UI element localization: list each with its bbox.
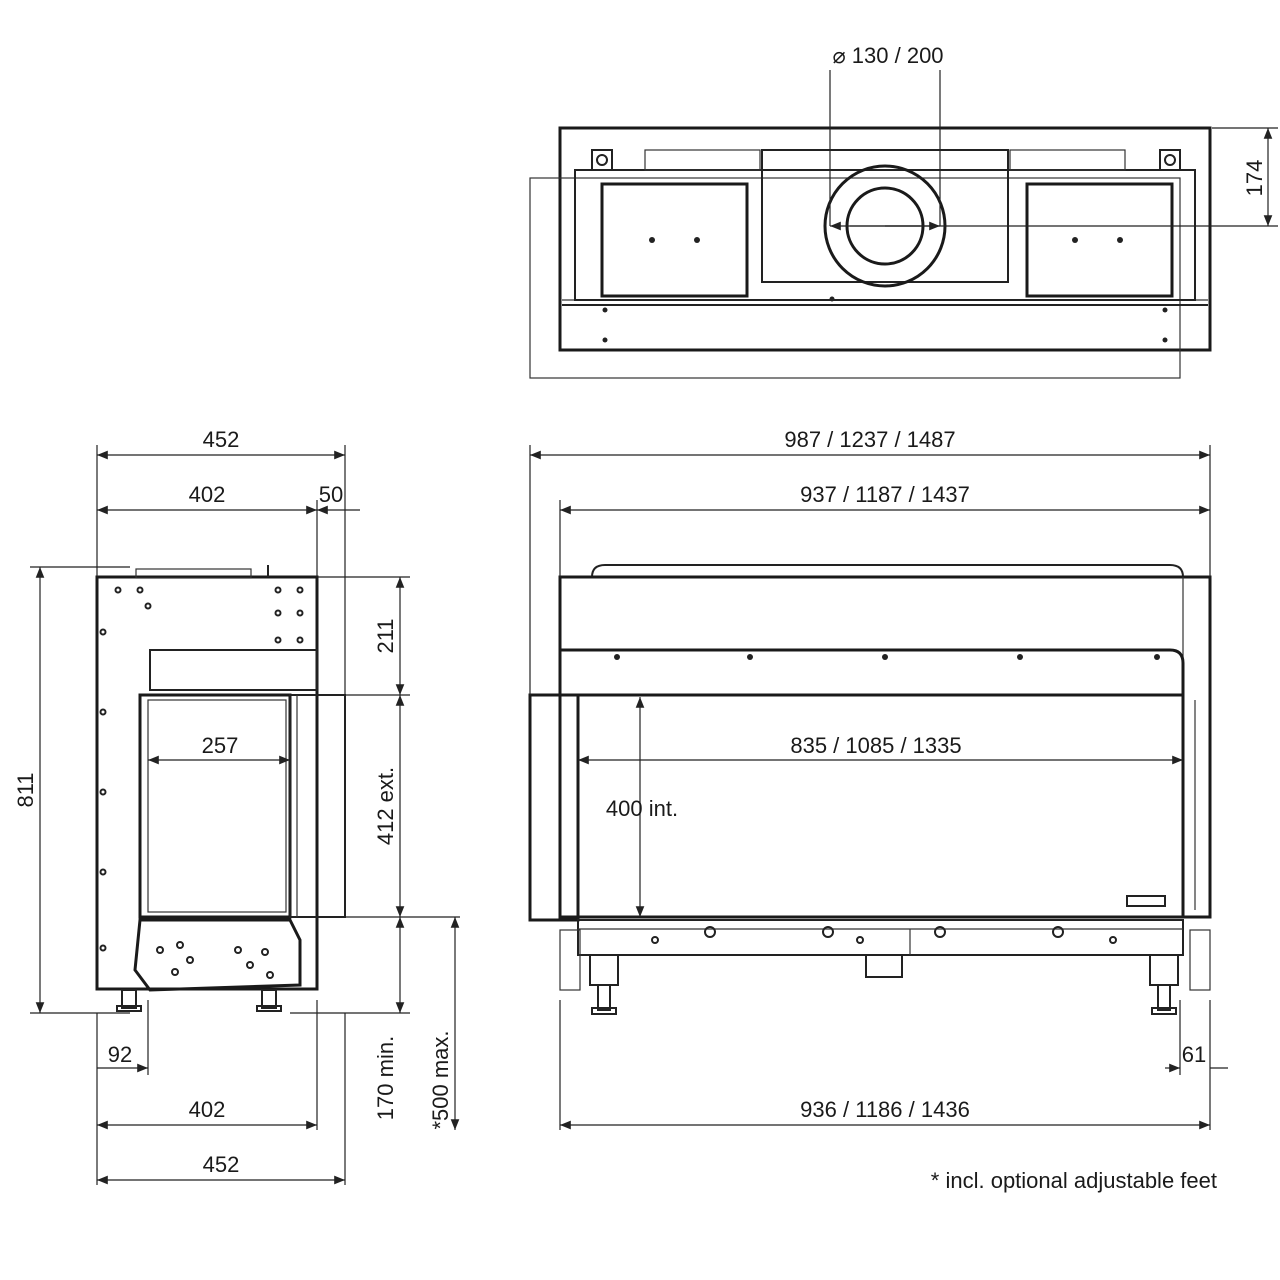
front-foot-offset-label: 61: [1182, 1042, 1206, 1067]
top-view: ⌀ 130 / 200 174: [529, 43, 1278, 379]
side-opening-height-label: 412 ext.: [373, 767, 398, 845]
side-view: 452 402 50 811 211 412 ext. 170 min. *50…: [13, 427, 460, 1185]
front-view-top-panel: [558, 648, 1185, 697]
front-opening-height-label: 400 int.: [606, 796, 678, 821]
footnote: * incl. optional adjustable feet: [931, 1168, 1217, 1193]
side-view-firebox: [138, 693, 292, 919]
side-width-bottom-label: 452: [203, 1152, 240, 1177]
top-view-left-box: [600, 182, 749, 298]
front-view-base-rail: [577, 919, 1184, 956]
front-view: 987 / 1237 / 1487 937 / 1187 / 1437 835 …: [528, 427, 1228, 1130]
side-view-base: [133, 918, 302, 992]
top-depth-label: 174: [1242, 160, 1267, 197]
front-overall-width-label: 987 / 1237 / 1487: [784, 427, 955, 452]
front-base-width-label: 936 / 1186 / 1436: [800, 1097, 970, 1122]
front-view-side-glass: [528, 693, 580, 922]
side-view-body: [95, 575, 319, 991]
front-glass-width-label: 835 / 1085 / 1335: [790, 733, 961, 758]
flue-diameter-label: ⌀ 130 / 200: [832, 43, 943, 68]
side-glass-depth-label: 257: [202, 733, 239, 758]
side-body-width-bottom-label: 402: [189, 1097, 226, 1122]
front-body-width-label: 937 / 1187 / 1437: [800, 482, 970, 507]
top-view-outline: [558, 126, 1212, 352]
side-body-width-top-label: 402: [189, 482, 226, 507]
side-view-holes: [99, 586, 304, 979]
side-view-glass: [289, 694, 346, 918]
side-feet-min-label: 170 min.: [373, 1036, 398, 1120]
side-height-label: 811: [13, 772, 38, 807]
side-width-top-label: 452: [203, 427, 240, 452]
front-view-hood: [591, 564, 1184, 578]
front-view-glass: [576, 693, 1185, 919]
side-frame-offset-label: 50: [319, 482, 343, 507]
top-view-right-box: [1025, 182, 1174, 298]
side-upper-section-label: 211: [373, 618, 398, 653]
top-view-frame: [529, 177, 1181, 379]
side-foot-offset-label: 92: [108, 1042, 132, 1067]
side-feet-max-label: *500 max.: [428, 1030, 453, 1129]
